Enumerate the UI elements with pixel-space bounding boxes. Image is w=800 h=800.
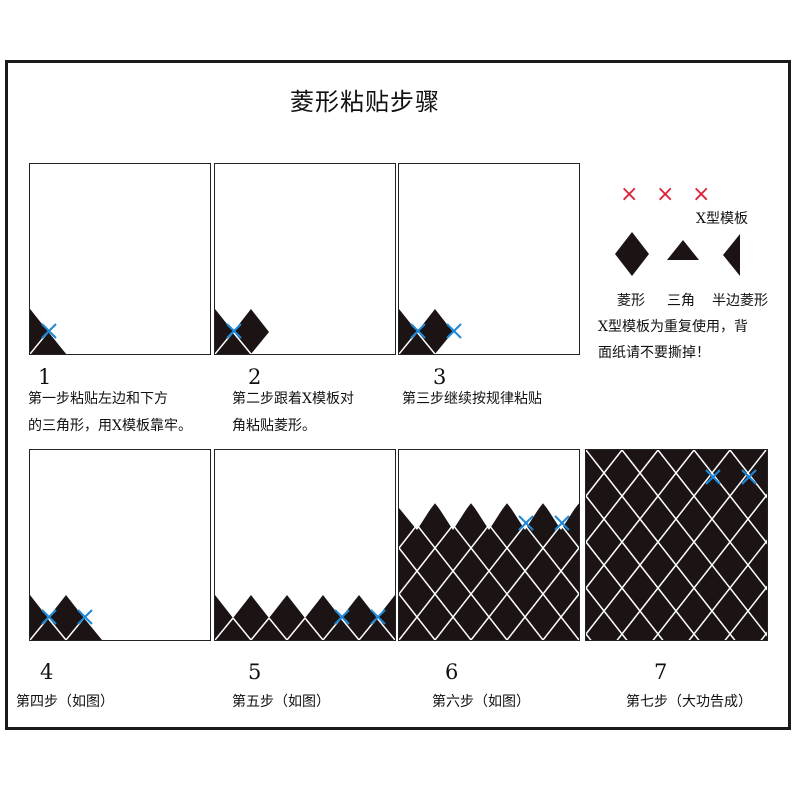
legend-label-half-diamond: 半边菱形 [712,293,768,309]
step-2-panel [214,163,396,355]
step-3-drawing [399,309,462,354]
step-5-panel [214,449,396,641]
step-6-panel [398,449,580,641]
legend-label-diamond: 菱形 [617,293,645,309]
x-mark-icon: × [692,182,711,207]
step-4-caption: 第四步（如图） [16,694,114,710]
step-5-number: 5 [248,660,262,684]
x-mark-icon: × [620,182,639,207]
page-title: 菱形粘贴步骤 [290,88,440,116]
step-7-panel [585,449,768,641]
step-2-drawing [215,309,269,354]
step-6-caption: 第六步（如图） [432,694,530,710]
step-1-caption-line1: 第一步粘贴左边和下方 [28,391,168,407]
x-template-icon [41,323,57,339]
x-template-icon [334,609,386,625]
step-5-caption: 第五步（如图） [232,694,330,710]
step-4-number: 4 [40,660,54,684]
step-6-number: 6 [445,660,459,684]
diamond-shape-icon [615,232,649,276]
step-7-number: 7 [654,660,668,684]
half-diamond-shape-icon [723,234,740,276]
step-1-panel [29,163,211,355]
step-6-drawing [399,501,579,640]
step-3-panel [398,163,580,355]
x-template-icon [410,323,462,339]
step-2-caption-line2: 角粘贴菱形。 [232,418,316,434]
step-5-drawing [215,595,395,640]
x-template-icon [518,515,570,531]
step-2-number: 2 [248,365,262,389]
note-line2: 面纸请不要撕掉！ [598,345,710,361]
x-mark-icon: × [656,182,675,207]
step-7-caption: 第七步（大功告成） [626,694,752,710]
step-3-caption: 第三步继续按规律粘贴 [402,391,542,407]
legend-shapes [615,232,740,276]
step-2-caption-line1: 第二步跟着X模板对 [232,391,354,407]
step-7-drawing [586,450,767,640]
x-template-icon [41,609,93,625]
step-4-panel [29,449,211,641]
note-line1: X型模板为重复使用，背 [598,319,748,335]
step-1-caption-line2: 的三角形，用X模板靠牢。 [28,418,192,434]
legend-label-triangle: 三角 [667,293,695,309]
x-template-label: X型模板 [696,211,748,227]
step-1-drawing [30,309,66,354]
step-3-number: 3 [433,365,447,389]
x-template-icon [226,323,242,339]
x-template-icon [705,469,757,485]
triangle-shape-icon [667,240,699,260]
step-4-drawing [30,595,102,640]
step-1-number: 1 [38,365,52,389]
